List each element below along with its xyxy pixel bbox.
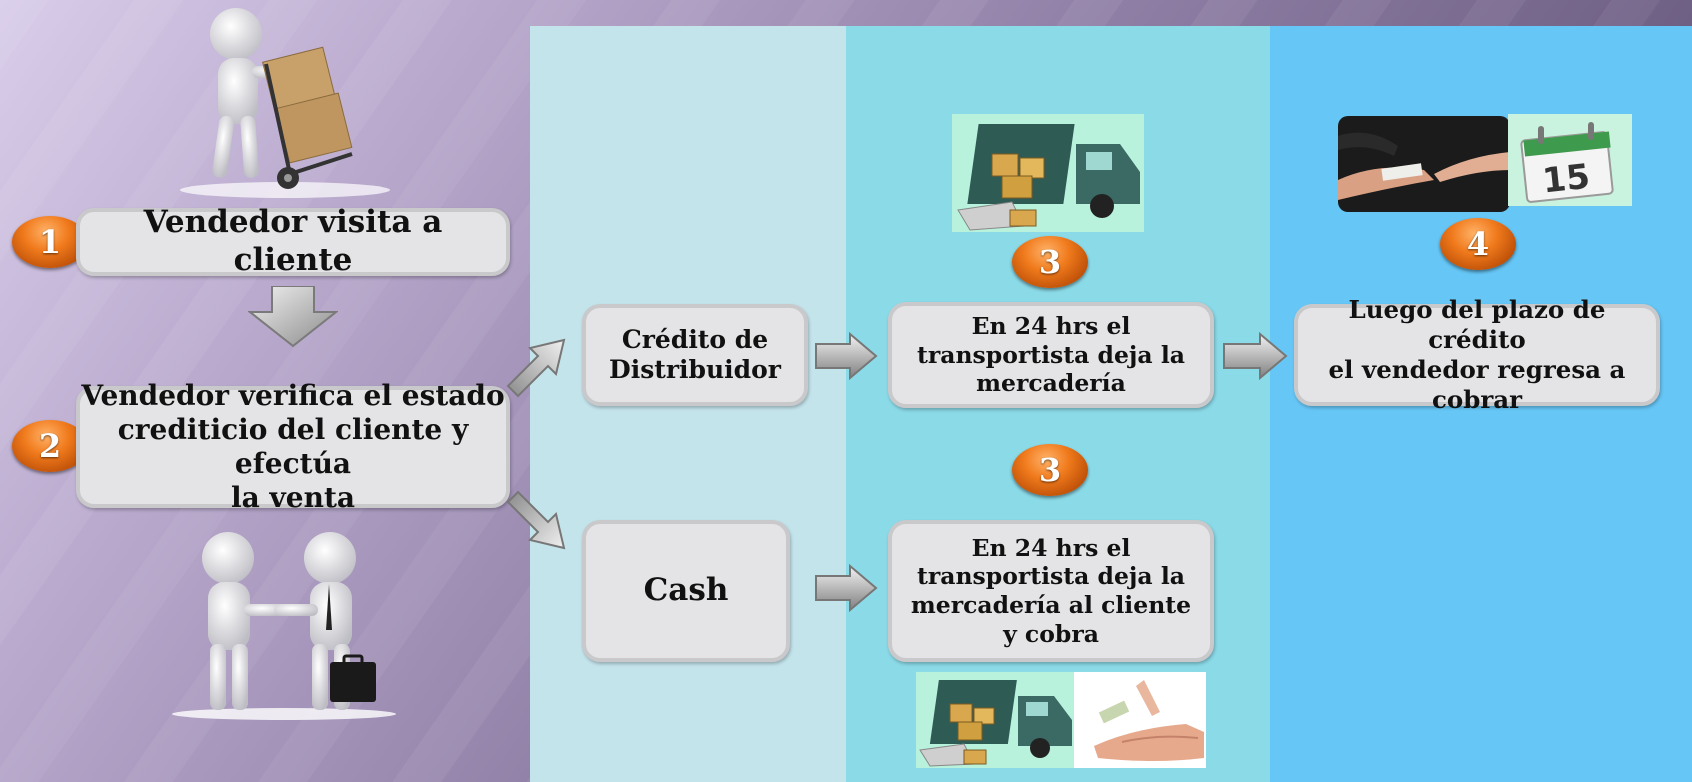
collection-line: Luego del plazo de crédito	[1348, 295, 1606, 355]
calendar-icon: 15	[1508, 114, 1632, 206]
step-1-badge: 1	[12, 216, 88, 268]
step-1-text: Vendedor visita a cliente	[143, 204, 443, 278]
step-1-box: Vendedor visita a cliente	[76, 204, 510, 278]
step-2-badge: 2	[12, 420, 88, 472]
delivery-cash-line: transportista deja la	[917, 562, 1185, 591]
delivery-truck-icon	[916, 672, 1074, 768]
step-2-line: la venta	[230, 481, 356, 515]
step-3-badge: 3	[1012, 444, 1088, 496]
delivery-credit-line: transportista deja la	[917, 340, 1185, 369]
step-2-line: crediticio del cliente y efectúa	[117, 412, 469, 480]
delivery-cash-box: En 24 hrs el transportista deja la merca…	[888, 520, 1214, 662]
delivery-credit-line: En 24 hrs el	[971, 312, 1131, 341]
arrow-down-right-icon	[506, 490, 566, 550]
collection-box: Luego del plazo de crédito el vendedor r…	[1294, 295, 1660, 414]
step-2-box: Vendedor verifica el estado crediticio d…	[76, 379, 510, 514]
step-2-line: Vendedor verifica el estado	[81, 378, 505, 412]
cash-option-text: Cash	[643, 572, 729, 609]
arrow-down-icon	[248, 286, 338, 348]
delivery-truck-icon	[952, 114, 1144, 232]
step-4-badge: 4	[1440, 218, 1516, 270]
cash-hands-icon	[1074, 672, 1206, 768]
handshake-people-icon	[172, 532, 396, 720]
delivery-credit-box: En 24 hrs el transportista deja la merca…	[888, 302, 1214, 408]
step-3-badge: 3	[1012, 236, 1088, 288]
delivery-cash-line: y cobra	[1003, 619, 1099, 648]
credit-option-line: Crédito de	[621, 324, 769, 354]
cash-option-box: Cash	[582, 520, 790, 662]
arrow-up-right-icon	[506, 338, 566, 398]
calendar-day-text: 15	[1541, 157, 1592, 202]
person-with-hand-truck-icon	[180, 8, 390, 198]
arrow-right-icon	[815, 564, 878, 612]
delivery-cash-line: En 24 hrs el	[971, 533, 1131, 562]
delivery-credit-line: mercadería	[976, 369, 1126, 398]
collection-line: el vendedor regresa a cobrar	[1328, 355, 1626, 414]
delivery-cash-line: mercadería al cliente	[910, 591, 1192, 619]
arrow-right-icon	[1223, 332, 1288, 380]
credit-option-box: Crédito de Distribuidor	[582, 304, 808, 406]
arrow-right-icon	[815, 332, 878, 380]
payment-hands-icon	[1338, 116, 1510, 212]
credit-option-line: Distribuidor	[609, 355, 781, 384]
